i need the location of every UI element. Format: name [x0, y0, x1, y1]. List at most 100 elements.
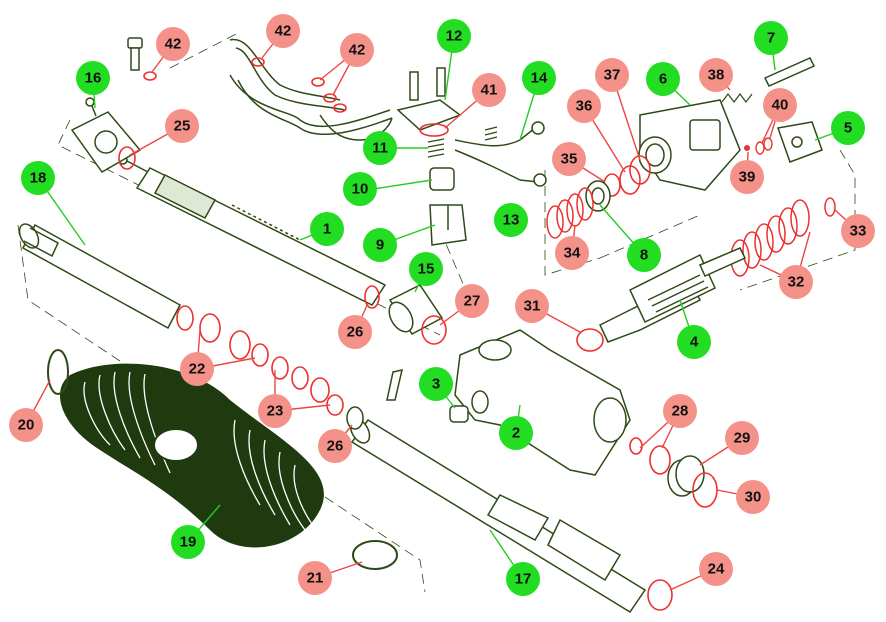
callout-label: 31 [524, 298, 541, 315]
part-22-seals [176, 305, 269, 367]
pin [386, 369, 404, 401]
callout-41: 41 [472, 73, 506, 107]
callout-8: 8 [627, 238, 661, 272]
callout-42: 42 [340, 33, 374, 67]
callout-badge [627, 238, 661, 272]
callout-32: 32 [779, 265, 813, 299]
callout-9: 9 [363, 228, 397, 262]
part-27-ring [421, 315, 447, 345]
callout-label: 38 [708, 67, 725, 84]
callout-21: 21 [298, 561, 332, 595]
callout-badge [165, 109, 199, 143]
callout-34: 34 [555, 236, 589, 270]
callout-badge [437, 19, 471, 53]
callout-badge [567, 89, 601, 123]
callout-label: 29 [734, 430, 751, 447]
callout-label: 32 [788, 274, 805, 291]
callout-badge [595, 58, 629, 92]
callout-label: 36 [576, 98, 593, 115]
callout-36: 36 [567, 89, 601, 123]
callout-badge [663, 394, 697, 428]
part-41-seal [419, 123, 449, 137]
part-14-pipe [454, 121, 547, 187]
callout-label: 33 [850, 223, 867, 240]
callout-label: 15 [418, 261, 435, 278]
part-16-flange [70, 97, 142, 173]
callout-26: 26 [338, 315, 372, 349]
callout-label: 27 [464, 293, 481, 310]
callout-label: 40 [772, 97, 789, 114]
callout-badge [699, 58, 733, 92]
callout-badge [754, 21, 788, 55]
callout-15: 15 [409, 252, 443, 286]
part-33-ring [824, 197, 836, 217]
callout-badge [699, 552, 733, 586]
callout-37: 37 [595, 58, 629, 92]
part-42-bolt [127, 37, 143, 71]
callout-12: 12 [437, 19, 471, 53]
callout-label: 26 [327, 438, 344, 455]
callout-11: 11 [363, 131, 397, 165]
callout-1: 1 [310, 212, 344, 246]
callout-24: 24 [699, 552, 733, 586]
part-26-ring [364, 285, 380, 309]
callout-4: 4 [677, 325, 711, 359]
callout-badge [455, 284, 489, 318]
callout-label: 26 [347, 324, 364, 341]
callout-label: 18 [30, 170, 47, 187]
callout-label: 11 [372, 140, 388, 157]
callout-label: 2 [512, 425, 520, 442]
callout-20: 20 [9, 408, 43, 442]
part-28-ring [629, 437, 643, 455]
callout-label: 42 [349, 42, 366, 59]
part-26-seal [346, 406, 364, 430]
part-42-pipe-seal [311, 77, 325, 87]
callout-16: 16 [76, 61, 110, 95]
part-18-tube [18, 223, 182, 330]
callout-23: 23 [258, 394, 292, 428]
callout-label: 28 [672, 403, 689, 420]
part-40-seal [763, 137, 773, 151]
callout-label: 1 [323, 221, 331, 238]
callout-badge [677, 325, 711, 359]
callout-label: 5 [844, 120, 852, 137]
part-40-seal [755, 141, 765, 155]
callouts: 1234567891011121314151617181920212223242… [9, 14, 875, 596]
part-2-housing [454, 329, 631, 476]
callout-badge [472, 73, 506, 107]
callout-25: 25 [165, 109, 199, 143]
part-8-bearing [585, 180, 611, 212]
callout-badge [515, 289, 549, 323]
callout-38: 38 [699, 58, 733, 92]
callout-badge [363, 131, 397, 165]
callout-badge [258, 394, 292, 428]
part-21-clip [352, 540, 398, 570]
callout-badge [831, 111, 865, 145]
callout-label: 42 [275, 23, 292, 40]
callout-badge [730, 160, 764, 194]
callout-badge [522, 61, 556, 95]
callout-badge [499, 416, 533, 450]
callout-13: 13 [494, 203, 528, 237]
part-42-pipe-seal [251, 57, 265, 67]
part-1-rack [118, 155, 387, 306]
part-39-ball [744, 145, 750, 151]
callout-label: 34 [564, 245, 581, 262]
callout-17: 17 [506, 562, 540, 596]
callout-label: 9 [376, 237, 384, 254]
callout-label: 10 [352, 181, 369, 198]
callout-6: 6 [646, 62, 680, 96]
part-4-pinion [599, 247, 747, 343]
callout-label: 21 [307, 570, 324, 587]
callout-label: 25 [174, 118, 191, 135]
callout-35: 35 [552, 142, 586, 176]
callout-badge [266, 14, 300, 48]
callout-badge [841, 214, 875, 248]
callout-28: 28 [663, 394, 697, 428]
part-19-bellows [60, 363, 324, 548]
hydraulic-pipes [229, 38, 393, 141]
callout-badge [310, 212, 344, 246]
callout-27: 27 [455, 284, 489, 318]
